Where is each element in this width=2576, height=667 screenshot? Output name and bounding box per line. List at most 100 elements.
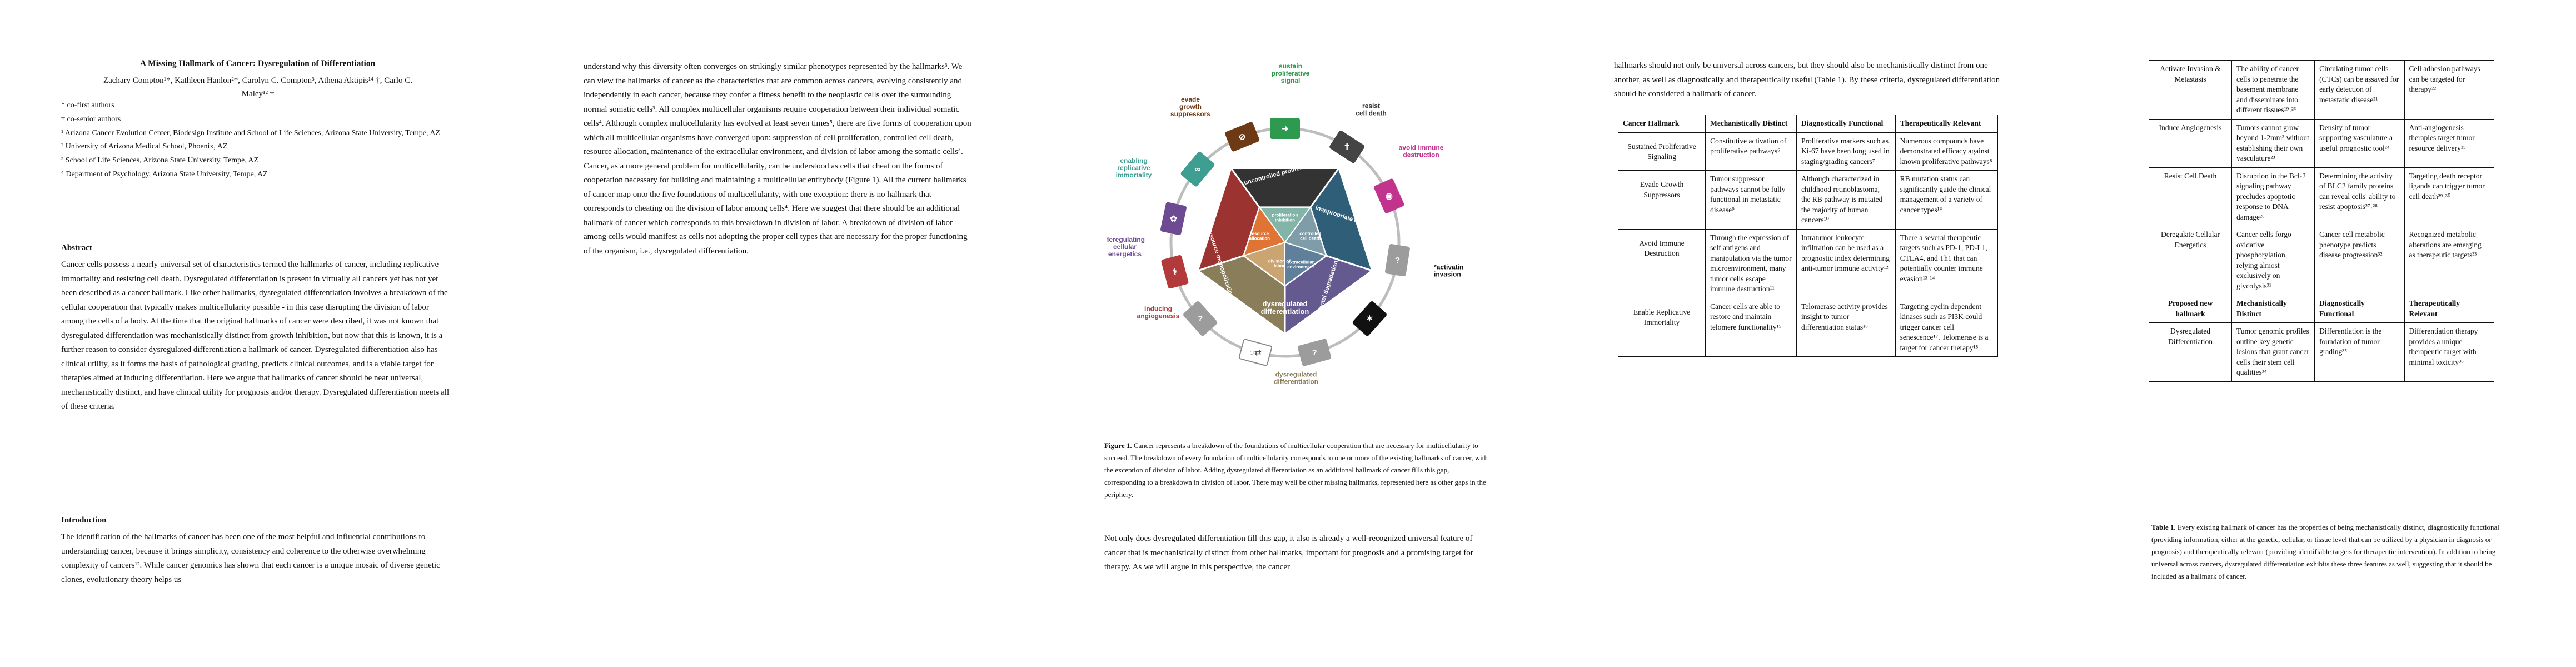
table-cell: Evade Growth Suppressors — [1617, 170, 1706, 230]
table-cell: Although characterized in childhood reti… — [1796, 170, 1896, 230]
evade-suppressors-tile — [1225, 122, 1260, 152]
table-cell: Numerous compounds have demonstrated eff… — [1895, 132, 1999, 171]
page-5: Activate Invasion & Metastasis The abili… — [2061, 0, 2576, 667]
table-row: Evade Growth Suppressors Tumor suppresso… — [1617, 170, 1999, 230]
table-cell: Circulating tumor cells (CTCs) can be as… — [2314, 60, 2405, 120]
body-paragraph: understand why this diversity often conv… — [584, 62, 971, 256]
table-cell: Induce Angiogenesis — [2148, 118, 2233, 168]
affiliation-item: ¹ Arizona Cancer Evolution Center, Biode… — [61, 128, 440, 137]
table-cell: Telomerase activity provides insight to … — [1796, 297, 1896, 357]
tile-icon: ? — [1198, 314, 1203, 323]
intro-text: The identification of the hallmarks of c… — [61, 532, 440, 584]
table-cell: Density of tumor supporting vasculature … — [2314, 118, 2405, 168]
table-row: Induce Angiogenesis Tumors cannot grow b… — [2148, 118, 2495, 168]
table-cell: Anti-angiogenesis therapies target tumor… — [2404, 118, 2495, 168]
table-header: Therapeutically Relevant — [2404, 295, 2495, 323]
table-cell: Enable Replicative Immortality — [1617, 297, 1706, 357]
table-header: Mechanistically Distinct — [1705, 115, 1797, 133]
table-caption-text: Every existing hallmark of cancer has th… — [2151, 523, 2499, 580]
inner-wedge — [1243, 206, 1286, 257]
table-cell: Differentiation is the foundation of tum… — [2314, 322, 2405, 382]
body-paragraph: Not only does dysregulated differentiati… — [1104, 534, 1473, 571]
gap-tile — [1297, 339, 1332, 366]
table-row: Resist Cell Death Disruption in the Bcl-… — [2148, 167, 2495, 226]
table-cell: Resist Cell Death — [2148, 167, 2233, 226]
page-1: A Missing Hallmark of Cancer: Dysregulat… — [0, 0, 515, 667]
activating-invasion-tile — [1352, 301, 1387, 336]
table-cell: Cell adhesion pathways can be targeted f… — [2404, 60, 2495, 120]
table-row: Sustained Proliferative Signaling Consti… — [1617, 132, 1999, 171]
hallmarks-diagram: ➜✝◉?✶?◌⇄?⚕✿∞⊘uncontrolled proliferationi… — [1105, 62, 1468, 386]
table-cell: Tumors cannot grow beyond 1-2mm³ without… — [2231, 118, 2315, 168]
table-caption: Table 1. Every existing hallmark of canc… — [2151, 521, 2518, 583]
tile-icon: ∞ — [1195, 165, 1201, 174]
avoid-immune-tile — [1374, 178, 1404, 213]
affiliation-item: ² University of Arizona Medical School, … — [61, 142, 228, 151]
table-row: Activate Invasion & Metastasis The abili… — [2148, 60, 2495, 120]
table-cell: Cancer cell metabolic phenotype predicts… — [2314, 226, 2405, 295]
table-cell: Cancer cells forgo oxidative phosphoryla… — [2231, 226, 2315, 295]
deregulating-energetics-tile — [1160, 202, 1187, 235]
table-cell: Differentiation therapy provides a uniqu… — [2404, 322, 2495, 382]
hallmarks-table-continued: Activate Invasion & Metastasis The abili… — [2148, 60, 2495, 382]
table-header: Mechanistically Distinct — [2231, 295, 2315, 323]
table-cell: Through the expression of self antigens … — [1705, 228, 1797, 298]
table-cell: Targeting cyclin dependent kinases such … — [1895, 297, 1999, 357]
gap-tile — [1183, 301, 1218, 336]
table-cell: Deregulate Cellular Energetics — [2148, 226, 2233, 295]
table-cell: Cancer cells are able to restore and mai… — [1705, 297, 1797, 357]
affiliation-item: * co-first authors — [61, 101, 114, 109]
table-cell: Proliferative markers such as Ki-67 have… — [1796, 132, 1896, 171]
table-cell: Recognized metabolic alterations are eme… — [2404, 226, 2495, 295]
table-header: Cancer Hallmark — [1617, 115, 1706, 133]
table-cell: Sustained Proliferative Signaling — [1617, 132, 1706, 171]
table-cell: Targeting death receptor ligands can tri… — [2404, 167, 2495, 226]
table-row: Dysregulated Differentiation Tumor genom… — [2148, 322, 2495, 382]
table-header: Diagnostically Functional — [1796, 115, 1896, 133]
tile-icon: ⊘ — [1239, 132, 1246, 142]
tile-icon: ➜ — [1282, 124, 1289, 133]
hallmarks-table: Cancer Hallmark Mechanistically Distinct… — [1617, 115, 1999, 357]
table-cell: RB mutation status can significantly gui… — [1895, 170, 1999, 230]
tile-icon: ? — [1312, 348, 1317, 357]
table-cell: Tumor suppressor pathways cannot be full… — [1705, 170, 1797, 230]
abstract-heading: Abstract — [61, 243, 92, 252]
body-paragraph: hallmarks should not only be universal a… — [1614, 61, 2000, 98]
affiliation-item: † co-senior authors — [61, 115, 121, 123]
tile-icon: ⚕ — [1173, 267, 1177, 277]
table-caption-label: Table 1. — [2151, 523, 2176, 531]
author-list: Zachary Compton¹*, Kathleen Hanlon²*, Ca… — [58, 74, 458, 101]
figure-caption: Figure 1. Cancer represents a breakdown … — [1104, 440, 1488, 501]
page-2: understand why this diversity often conv… — [515, 0, 1030, 667]
table-header: Diagnostically Functional — [2314, 295, 2405, 323]
author-line-2: Maley¹² † — [241, 89, 275, 98]
table-cell: Avoid Immune Destruction — [1617, 228, 1706, 298]
enabling-immortality-tile — [1180, 151, 1215, 187]
table-header: Proposed new hallmark — [2148, 295, 2233, 323]
author-line-1: Zachary Compton¹*, Kathleen Hanlon²*, Ca… — [103, 76, 413, 85]
tile-icon: ✝ — [1343, 142, 1351, 152]
table-row: Avoid Immune Destruction Through the exp… — [1617, 228, 1999, 298]
label-activating-invasion: *activatinginvasion — [1434, 263, 1463, 278]
affiliations: * co-first authors † co-senior authors ¹… — [61, 100, 450, 183]
affiliation-item: ³ School of Life Sciences, Arizona State… — [61, 156, 259, 165]
intro-heading: Introduction — [61, 516, 107, 525]
sustain-proliferative-tile — [1270, 118, 1300, 139]
table-header: Therapeutically Relevant — [1895, 115, 1999, 133]
table-header-row: Proposed new hallmark Mechanistically Di… — [2148, 295, 2495, 323]
affiliation-item: ⁴ Department of Psychology, Arizona Stat… — [61, 170, 268, 178]
tile-icon: ? — [1395, 256, 1400, 265]
dysregulated-differentiation-tile — [1238, 339, 1273, 366]
table-cell: Disruption in the Bcl-2 signaling pathwa… — [2231, 167, 2315, 226]
